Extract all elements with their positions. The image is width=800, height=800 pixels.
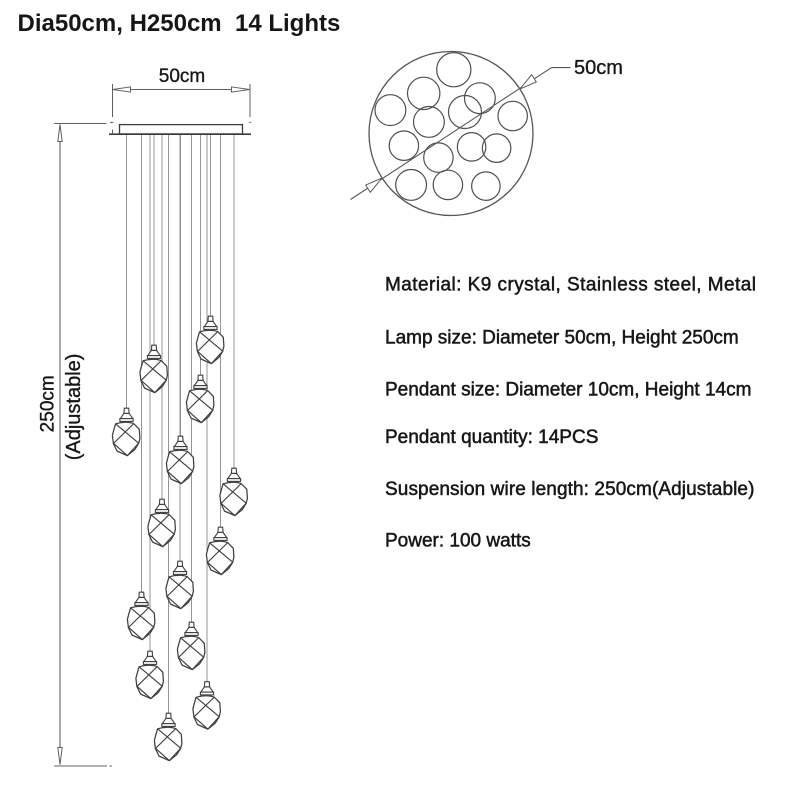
svg-text:50cm: 50cm — [574, 57, 623, 79]
svg-text:50cm: 50cm — [159, 66, 205, 87]
svg-text:Pendant size: Diameter 10cm, H: Pendant size: Diameter 10cm, Height 14cm — [385, 380, 751, 401]
svg-text:Suspension wire length: 250cm(: Suspension wire length: 250cm(Adjustable… — [385, 479, 755, 500]
svg-text:Pendant quantity: 14PCS: Pendant quantity: 14PCS — [385, 427, 598, 448]
svg-text:250cm: 250cm — [38, 375, 59, 432]
svg-text:Power: 100 watts: Power: 100 watts — [385, 531, 531, 552]
svg-text:Dia50cm, H250cm 14 Lights: Dia50cm, H250cm 14 Lights — [18, 10, 341, 37]
svg-text:Lamp size: Diameter 50cm, Heig: Lamp size: Diameter 50cm, Height 250cm — [385, 327, 739, 348]
svg-text:Material: K9 crystal, Stainles: Material: K9 crystal, Stainless steel, M… — [385, 275, 756, 296]
svg-text:(Adjustable): (Adjustable) — [63, 354, 85, 461]
